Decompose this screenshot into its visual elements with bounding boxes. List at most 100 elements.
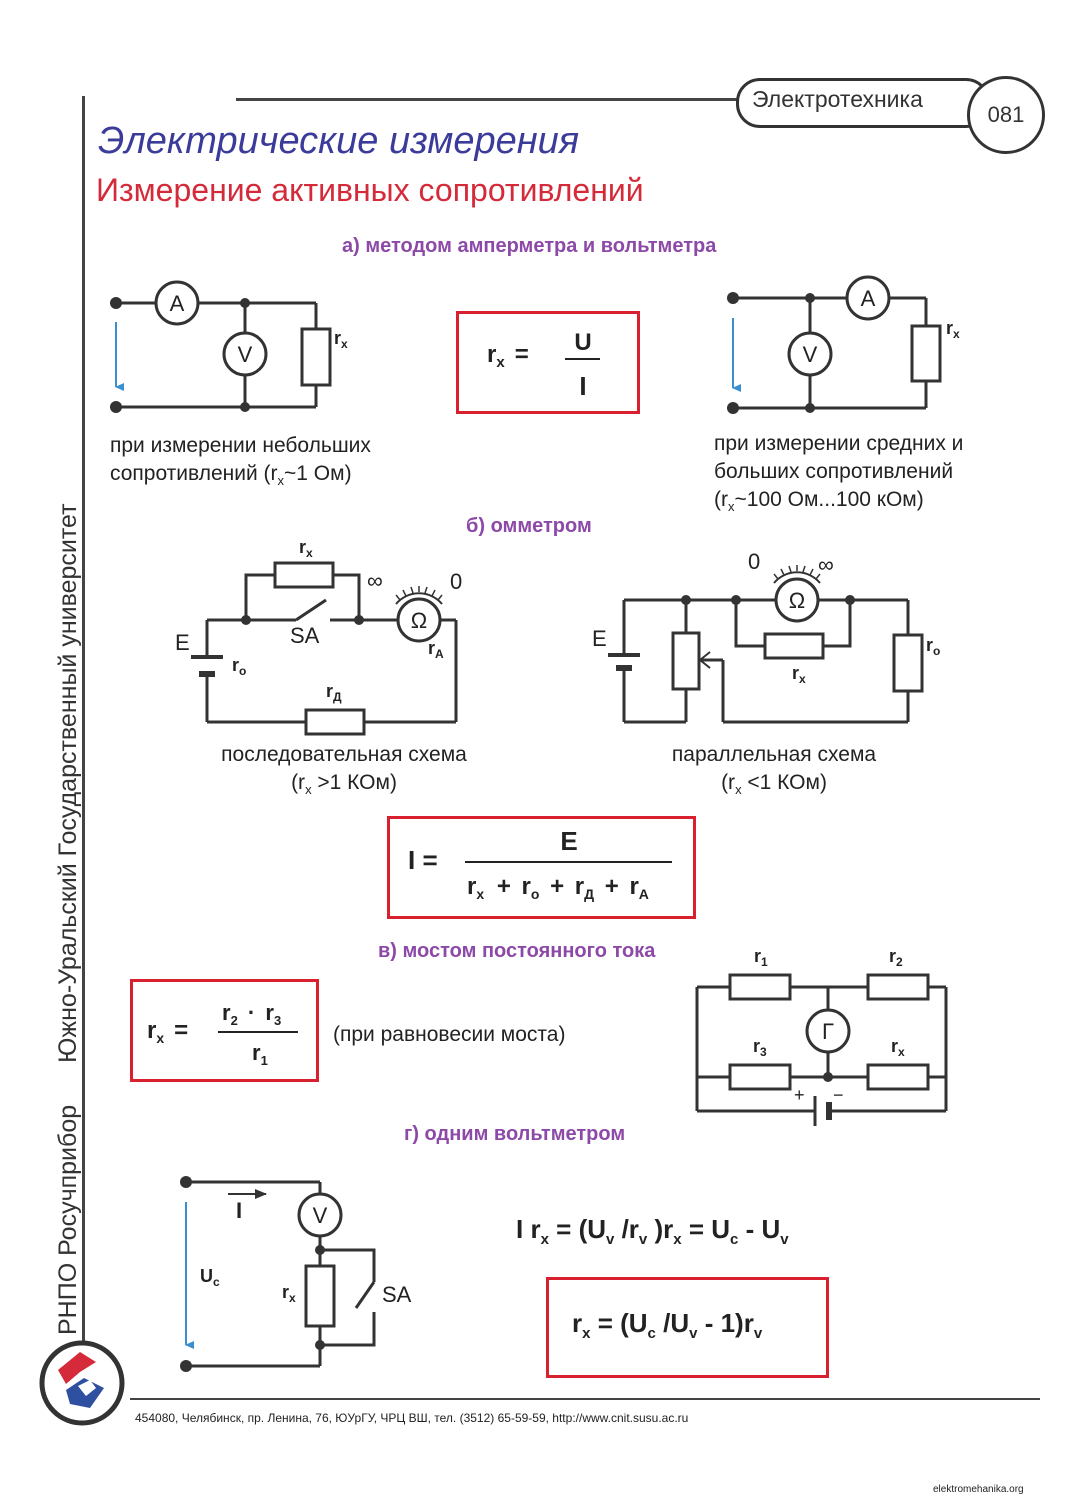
ammeter-a-left bbox=[154, 280, 200, 326]
page-title: Электрические измерения bbox=[98, 120, 580, 162]
resistor-r2 bbox=[866, 973, 930, 1001]
label-rx-parallel: rx bbox=[792, 663, 806, 686]
caption-b-left: последовательная схема (rx >1 КОм) bbox=[221, 743, 467, 798]
label-rx-series: rx bbox=[299, 537, 313, 560]
svg-text:rx=: rx= bbox=[487, 341, 529, 371]
voltmeter-a-left-label: V bbox=[238, 342, 253, 367]
caption-b-right: параллельная схема (rx <1 КОм) bbox=[671, 743, 877, 798]
formula-ohm-law: rx= U I bbox=[487, 329, 600, 401]
left-border-line bbox=[82, 96, 85, 1398]
scale-inf-series: ∞ bbox=[367, 568, 383, 593]
resistor-rx-bridge bbox=[866, 1063, 930, 1091]
circuit-b-parallel bbox=[608, 571, 924, 724]
svg-text:I rx = (Uv /rv: I rx = (Uv /rv )rx = Uc - Uv bbox=[516, 1214, 789, 1250]
formula-bridge: rx= r2 · r3 r1 bbox=[147, 1000, 298, 1068]
label-uc: Uc bbox=[200, 1266, 220, 1289]
svg-text:r2 · r3: r2 · r3 bbox=[222, 1000, 281, 1030]
resistor-r1 bbox=[728, 973, 792, 1001]
label-ra: rА bbox=[428, 638, 444, 661]
subject-badge bbox=[736, 78, 990, 128]
rnpo-logo bbox=[39, 1340, 125, 1426]
formula-box-ohm-law bbox=[456, 311, 640, 414]
galvanometer bbox=[805, 1008, 851, 1054]
formula-voltmeter-result: rx = (Uc /Uv - 1)rv bbox=[572, 1308, 763, 1344]
page-subtitle: Измерение активных сопротивлений bbox=[96, 172, 644, 208]
ammeter-a-left-label: A bbox=[170, 291, 185, 316]
voltmeter-a-left bbox=[222, 331, 268, 377]
label-r0-parallel: rо bbox=[926, 635, 940, 658]
footer-site: elektromehanika.org bbox=[933, 1484, 1024, 1495]
circuit-a-left bbox=[116, 280, 332, 409]
circuit-a-right bbox=[733, 275, 942, 410]
caption-a-right: при измерении средних и больших сопротив… bbox=[714, 432, 964, 515]
voltmeter-single-label: V bbox=[313, 1203, 328, 1228]
label-rd: rД bbox=[326, 681, 342, 704]
label-rx-a-right: rx bbox=[946, 318, 960, 341]
section-a-heading: а) методом амперметра и вольтметра bbox=[342, 235, 717, 257]
ammeter-a-right-label: A bbox=[861, 286, 876, 311]
section-b-heading: б) омметром bbox=[466, 515, 592, 537]
footer-address: 454080, Челябинск, пр. Ленина, 76, ЮУрГУ… bbox=[135, 1411, 689, 1425]
caption-a-left: при измерении небольших сопротивлений (r… bbox=[110, 434, 371, 489]
circuit-voltmeter bbox=[186, 1180, 376, 1368]
svg-text:r1: r1 bbox=[252, 1040, 268, 1068]
label-r1: r1 bbox=[754, 946, 768, 969]
scale-zero-parallel: 0 bbox=[748, 549, 760, 574]
label-e-series: E bbox=[175, 630, 190, 655]
formula-box-voltmeter bbox=[546, 1277, 829, 1378]
top-border-line bbox=[236, 98, 746, 101]
scale-zero-series: 0 bbox=[450, 569, 462, 594]
svg-text:I =: I = bbox=[408, 845, 438, 875]
terminals bbox=[110, 292, 855, 1372]
bridge-balance-note: (при равновесии моста) bbox=[333, 1023, 566, 1046]
battery-minus: − bbox=[833, 1085, 844, 1105]
resistor-rx-parallel bbox=[763, 632, 825, 660]
label-r0-series: rо bbox=[232, 655, 246, 678]
rheostat bbox=[671, 631, 701, 691]
scale-ticks bbox=[395, 565, 821, 601]
svg-text:E: E bbox=[560, 826, 577, 856]
voltmeter-single bbox=[297, 1192, 343, 1238]
galvanometer-label: Г bbox=[822, 1019, 834, 1044]
section-g-heading: г) одним вольтметром bbox=[404, 1123, 626, 1145]
label-rx-a-left: rx bbox=[334, 328, 348, 351]
formula-box-bridge bbox=[130, 979, 319, 1082]
formula-voltmeter-relation: I rx = (Uv /rv )rx = Uc - Uv bbox=[516, 1214, 789, 1250]
page-number: 081 bbox=[967, 76, 1045, 154]
ohmmeter-parallel bbox=[774, 577, 820, 623]
ammeter-a-right bbox=[845, 275, 891, 321]
resistor-rx-a-right bbox=[910, 324, 942, 383]
svg-text:rx + rо +: rx + rо + rД + rА bbox=[467, 873, 649, 905]
resistor-rx-a-left bbox=[300, 327, 332, 387]
label-sa-series: SA bbox=[290, 623, 320, 648]
battery-plus: + bbox=[794, 1085, 805, 1105]
svg-text:I: I bbox=[579, 371, 586, 401]
formula-box-ohmmeter bbox=[387, 816, 696, 919]
voltage-arrows bbox=[115, 318, 741, 1349]
label-current-i: I bbox=[236, 1198, 242, 1223]
scale-arc-parallel bbox=[773, 571, 821, 584]
voltmeter-a-right bbox=[787, 331, 833, 377]
label-r3: r3 bbox=[753, 1036, 767, 1059]
label-r2: r2 bbox=[889, 946, 903, 969]
voltmeter-a-right-label: V bbox=[803, 342, 818, 367]
subject-label: Электротехника bbox=[752, 86, 923, 112]
scale-arc-series bbox=[395, 592, 443, 605]
ohmmeter-series-label: Ω bbox=[411, 608, 427, 633]
section-v-heading: в) мостом постоянного тока bbox=[378, 940, 656, 962]
label-rx-voltmeter: rx bbox=[282, 1282, 296, 1305]
circuit-bridge bbox=[695, 973, 948, 1126]
scale-inf-parallel: ∞ bbox=[818, 552, 834, 577]
ohmmeter-parallel-label: Ω bbox=[789, 588, 805, 613]
formula-ohmmeter: I = E rx + rо + rД + rА bbox=[408, 826, 672, 905]
bottom-border-line bbox=[130, 1398, 1040, 1400]
label-e-parallel: E bbox=[592, 626, 607, 651]
resistor-r0-parallel bbox=[892, 633, 924, 693]
label-rx-bridge: rx bbox=[891, 1036, 905, 1059]
svg-text:rx = (Uc /Uv: rx = (Uc /Uv - 1)rv bbox=[572, 1308, 763, 1344]
ohmmeter-series bbox=[396, 597, 442, 643]
svg-text:U: U bbox=[574, 329, 591, 356]
svg-text:rx=: rx= bbox=[147, 1017, 188, 1046]
circuit-b-series bbox=[191, 561, 458, 736]
